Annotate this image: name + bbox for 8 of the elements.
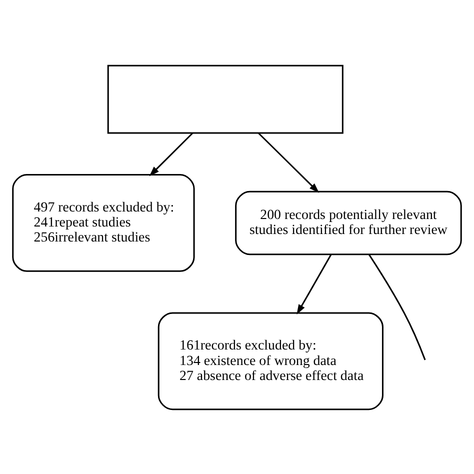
node-box: 200 records potentially relevant studies identified for further review <box>235 190 462 255</box>
arrow <box>149 132 194 176</box>
node-box: 161records excluded by: 134 existence of wrong data 27 absence of adverse effect data <box>158 312 384 410</box>
node-box <box>107 64 344 134</box>
arrow <box>258 132 320 192</box>
node-box: 497 records excluded by: 241repeat studies 256irrelevant studies <box>12 174 195 272</box>
arrow <box>296 254 332 314</box>
connector <box>368 253 426 360</box>
